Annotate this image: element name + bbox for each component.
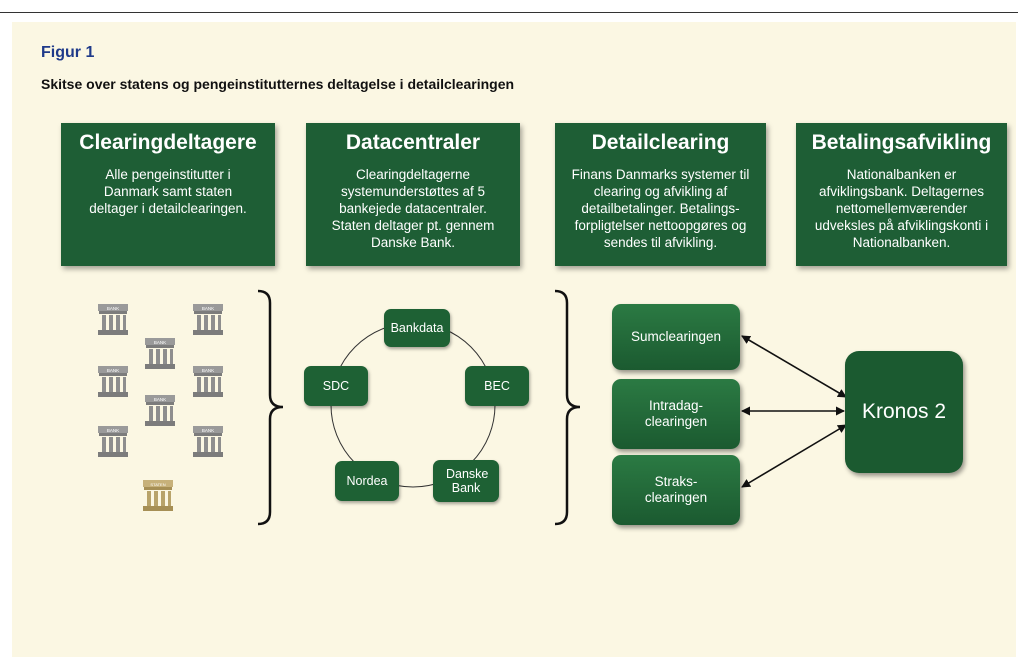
header-betalingsafvikling: Betalingsafvikling Nationalbanken er afv… (796, 123, 1007, 266)
svg-text:BANK: BANK (107, 306, 119, 311)
svg-text:BANK: BANK (202, 306, 214, 311)
bank-icon: BANK (98, 366, 128, 397)
bank-icon: BANK (98, 426, 128, 457)
header-datacentraler: Datacentraler Clearingdeltagerne systemu… (306, 123, 520, 266)
box-sumclearingen: Sumclearingen (612, 304, 740, 370)
node-bankdata: Bankdata (384, 309, 450, 347)
header-title: Clearingdeltagere (79, 131, 257, 154)
bank-icon: BANK (193, 366, 223, 397)
header-clearingdeltagere: Clearingdeltagere Alle pengeinstitutter … (61, 123, 275, 266)
node-danske-bank-label: Danske Bank (446, 467, 489, 495)
node-nordea: Nordea (335, 461, 399, 501)
header-title: Betalingsafvikling (811, 131, 992, 154)
box-straksclearingen: Straks-clearingen (612, 455, 740, 525)
arrow-straks (741, 424, 847, 488)
svg-text:BANK: BANK (154, 340, 166, 345)
header-body: Finans Danmarks systemer til clearing og… (571, 167, 750, 250)
node-sdc: SDC (304, 366, 368, 406)
svg-text:STATEN: STATEN (150, 482, 165, 487)
brace-left (257, 289, 284, 526)
figure-label: Figur 1 (41, 44, 95, 61)
box-intradag-label: Intradag-clearingen (644, 398, 708, 429)
box-intradagclearingen: Intradag-clearingen (612, 379, 740, 449)
header-body: Clearingdeltagerne systemunderstøttes af… (331, 167, 495, 250)
header-title: Detailclearing (591, 131, 730, 154)
arrow-sumclearing (741, 335, 847, 398)
node-danske-bank: Danske Bank (433, 460, 499, 502)
bank-icon: BANK (193, 304, 223, 335)
svg-text:BANK: BANK (202, 368, 214, 373)
node-bec: BEC (465, 366, 529, 406)
box-straks-label: Straks-clearingen (644, 474, 708, 505)
svg-text:BANK: BANK (107, 368, 119, 373)
svg-text:BANK: BANK (202, 428, 214, 433)
svg-text:BANK: BANK (154, 397, 166, 402)
svg-text:BANK: BANK (107, 428, 119, 433)
bank-icon: BANK (193, 426, 223, 457)
header-title: Datacentraler (345, 131, 481, 154)
header-detailclearing: Detailclearing Finans Danmarks systemer … (555, 123, 766, 266)
brace-middle (554, 289, 581, 526)
header-body: Alle pengeinstitutter i Danmark samt sta… (89, 167, 247, 216)
bank-icon: BANK (145, 395, 175, 426)
bank-icon: BANK (145, 338, 175, 369)
bank-icon: BANK (98, 304, 128, 335)
state-bank-icon: STATEN (143, 480, 173, 511)
box-kronos-2: Kronos 2 (845, 351, 963, 473)
figure-title: Skitse over statens og pengeinstituttern… (41, 76, 515, 92)
top-rule (0, 12, 1018, 13)
header-body: Nationalbanken er afviklingsbank. Deltag… (814, 167, 989, 250)
